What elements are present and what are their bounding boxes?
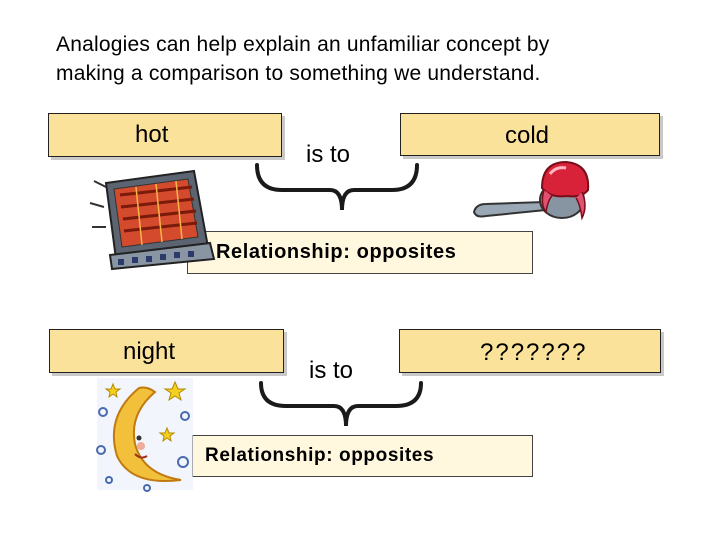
intro-text: Analogies can help explain an unfamiliar… xyxy=(56,30,676,88)
analogy1-relationship-label: Relationship: opposites xyxy=(216,241,457,263)
analogy2-relationship-box: Relationship: opposites xyxy=(192,435,533,477)
analogy1-brace xyxy=(255,163,419,211)
analogy1-left-word-box: hot xyxy=(48,113,282,157)
analogy2-right-word-box: ??????? xyxy=(399,329,661,373)
analogy1-right-word: cold xyxy=(505,122,550,149)
analogy1-relationship-box: Relationship: opposites xyxy=(187,231,533,274)
analogy2-left-word-box: night xyxy=(49,329,284,373)
analogy2-brace xyxy=(259,381,423,427)
crescent-moon-image xyxy=(96,378,193,492)
analogy2-connector: is to xyxy=(309,357,354,384)
heater-image xyxy=(89,169,216,271)
ice-cream-scoop-image xyxy=(472,160,590,221)
analogy1-left-word: hot xyxy=(135,121,169,148)
intro-line-1: Analogies can help explain an unfamiliar… xyxy=(56,33,550,56)
analogy2-left-word: night xyxy=(123,338,176,365)
intro-line-2: making a comparison to something we unde… xyxy=(56,62,541,85)
analogy2-right-word: ??????? xyxy=(480,339,588,366)
analogy2-relationship-label: Relationship: opposites xyxy=(205,445,435,466)
analogy1-right-word-box: cold xyxy=(400,113,660,156)
analogy1-connector: is to xyxy=(306,141,351,168)
